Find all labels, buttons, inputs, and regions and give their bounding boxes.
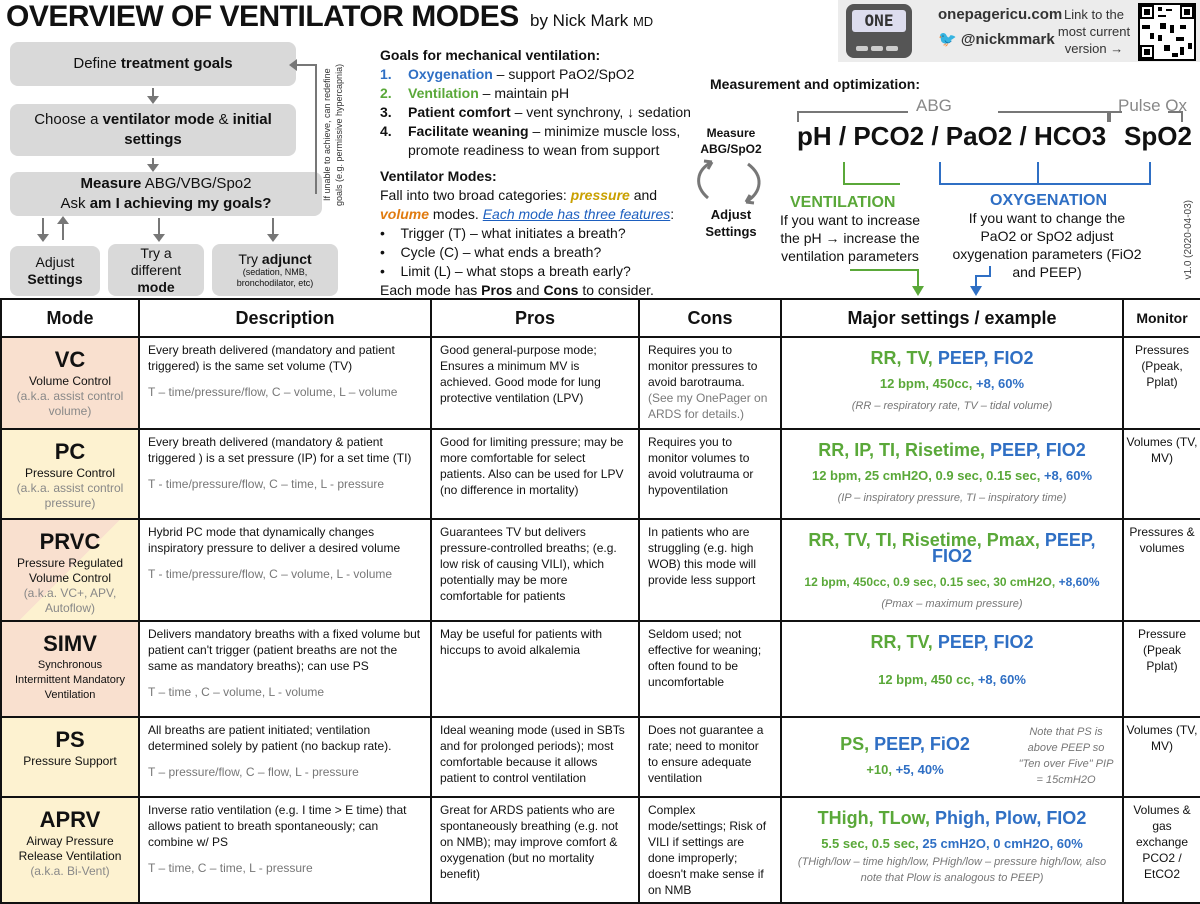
settings-cell: RR, TV, PEEP, FIO2 12 bpm, 450 cc, +8, 6… [780, 620, 1124, 718]
pros-cell: May be useful for patients with hiccups … [430, 620, 640, 718]
measurement-title: Measurement and optimization: [710, 76, 921, 92]
settings-cell: PS, PEEP, FiO2 +10, +5, 40% Note that PS… [780, 716, 1124, 798]
bracket-lines [797, 111, 1183, 185]
monitor-cell: Volumes & gas exchange PCO2 / EtCO2 [1122, 796, 1200, 904]
goals-section: Goals for mechanical ventilation: 1.Oxyg… [380, 46, 710, 160]
monitor-cell: Volumes (TV, MV) [1122, 428, 1200, 520]
oxygenation-text: If you want to change the PaO2 or SpO2 a… [952, 210, 1142, 280]
choose-mode-box: Choose a ventilator mode & initial setti… [10, 104, 296, 156]
redefine-goals-note-2: goals (e.g. permissive hypercapnia) [334, 63, 344, 207]
feedback-line [297, 64, 317, 66]
description-cell: Every breath delivered (mandatory and pa… [138, 336, 432, 430]
cons-cell: Does not guarantee a rate; need to monit… [638, 716, 782, 798]
goal-item: 3.Patient comfort – vent synchrony, ↓ se… [380, 104, 691, 120]
down-arrow-icon [153, 218, 165, 242]
goal-item: 1.Oxygenation – support PaO2/SpO2 [380, 66, 635, 82]
down-arrow-icon [37, 218, 49, 242]
adjust-label: Adjust Settings [705, 207, 757, 239]
down-arrow-icon [147, 158, 159, 172]
settings-cell: RR, TV, TI, Risetime, Pmax, PEEP, FIO2 1… [780, 518, 1124, 622]
col-description: Description [138, 298, 432, 338]
up-arrow-icon [57, 216, 69, 240]
try-adjunct-box: Try adjunct (sedation, NMB, bronchodilat… [212, 244, 338, 296]
monitor-cell: Pressures (Ppeak, Pplat) [1122, 336, 1200, 430]
col-settings: Major settings / example [780, 298, 1124, 338]
measure-box: Measure ABG/VBG/Spo2 Ask am I achieving … [10, 172, 322, 216]
cycle-arrows-icon [697, 159, 761, 205]
cons-cell: In patients who are struggling (e.g. hig… [638, 518, 782, 622]
cons-cell: Requires you to monitor volumes to avoid… [638, 428, 782, 520]
col-monitor: Monitor [1122, 298, 1200, 338]
modes-table: Mode Description Pros Cons Major setting… [0, 298, 1200, 904]
abg-values: pH / PCO2 / PaO2 / HCO3 [797, 121, 1107, 151]
feedback-line [315, 64, 317, 194]
pros-cell: Good for limiting pressure; may be more … [430, 428, 640, 520]
settings-arrows [850, 266, 991, 296]
description-cell: Delivers mandatory breaths with a fixed … [138, 620, 432, 718]
version-label: v1.0 (2020-04-03) [1183, 200, 1194, 280]
down-arrow-icon [267, 218, 279, 242]
table-row: PC Pressure Control (a.k.a. assist contr… [0, 428, 1200, 520]
measure-label: Measure ABG/SpO2 [700, 126, 762, 156]
description-cell: Inverse ratio ventilation (e.g. I time >… [138, 796, 432, 904]
goal-item: 4.Facilitate weaning – minimize muscle l… [380, 123, 681, 158]
table-row: PRVC Pressure Regulated Volume Control (… [0, 518, 1200, 622]
abg-label: ABG [916, 96, 952, 115]
byline: by Nick Mark MD [530, 11, 654, 30]
mode-cell: APRV Airway Pressure Release Ventilation… [0, 796, 140, 904]
page-title: OVERVIEW OF VENTILATOR MODES [6, 0, 519, 33]
ventilation-heading: VENTILATION [790, 194, 896, 211]
down-arrow-icon [147, 88, 159, 104]
monitor-cell: Volumes (TV, MV) [1122, 716, 1200, 798]
mode-cell: PS Pressure Support [0, 716, 140, 798]
settings-cell: RR, TV, PEEP, FIO2 12 bpm, 450cc, +8, 60… [780, 336, 1124, 430]
monitor-cell: Pressures & volumes [1122, 518, 1200, 622]
cons-cell: Seldom used; not effective for weaning; … [638, 620, 782, 718]
cons-cell: Complex mode/settings; Risk of VILI if s… [638, 796, 782, 904]
table-header-row: Mode Description Pros Cons Major setting… [0, 298, 1200, 338]
mode-cell: PC Pressure Control (a.k.a. assist contr… [0, 428, 140, 520]
site-link[interactable]: onepagericu.com [938, 6, 1063, 23]
twitter-handle[interactable]: 🐦 @nickmmark [938, 31, 1055, 48]
pulse-ox-label: Pulse Ox [1118, 96, 1187, 115]
description-cell: All breaths are patient initiated; venti… [138, 716, 432, 798]
table-row: APRV Airway Pressure Release Ventilation… [0, 796, 1200, 904]
mode-cell: SIMV Synchronous Intermittent Mandatory … [0, 620, 140, 718]
left-arrow-icon [289, 59, 297, 71]
oxygenation-heading: OXYGENATION [990, 192, 1108, 209]
table-row: SIMV Synchronous Intermittent Mandatory … [0, 620, 1200, 718]
pros-cell: Great for ARDS patients who are spontane… [430, 796, 640, 904]
onepager-logo: ONE [846, 4, 912, 58]
define-goals-box: Define treatment goals [10, 42, 296, 86]
features-link[interactable]: Each mode has three features [482, 206, 671, 222]
description-cell: Hybrid PC mode that dynamically changes … [138, 518, 432, 622]
pros-cell: Guarantees TV but delivers pressure-cont… [430, 518, 640, 622]
table-row: PS Pressure Support All breaths are pati… [0, 716, 1200, 798]
mode-cell: VC Volume Control (a.k.a. assist control… [0, 336, 140, 430]
pros-cell: Ideal weaning mode (used in SBTs and for… [430, 716, 640, 798]
settings-cell: THigh, TLow, Phigh, Plow, FIO2 5.5 sec, … [780, 796, 1124, 904]
col-pros: Pros [430, 298, 640, 338]
ventilation-text: If you want to increase the pH → increas… [779, 212, 921, 264]
col-cons: Cons [638, 298, 782, 338]
pros-cell: Good general-purpose mode; Ensures a min… [430, 336, 640, 430]
settings-cell: RR, IP, TI, Risetime, PEEP, FIO2 12 bpm,… [780, 428, 1124, 520]
modes-intro: Ventilator Modes: Fall into two broad ca… [380, 168, 675, 298]
mode-cell: PRVC Pressure Regulated Volume Control (… [0, 518, 140, 622]
spo2-value: SpO2 [1124, 121, 1192, 151]
current-version-link[interactable]: Link to the most current version → [1057, 7, 1131, 56]
col-mode: Mode [0, 298, 140, 338]
qr-code-icon[interactable] [1138, 3, 1196, 61]
goal-item: 2.Ventilation – maintain pH [380, 85, 570, 101]
table-row: VC Volume Control (a.k.a. assist control… [0, 336, 1200, 430]
monitor-cell: Pressure (Ppeak Pplat) [1122, 620, 1200, 718]
description-cell: Every breath delivered (mandatory & pati… [138, 428, 432, 520]
cons-cell: Requires you to monitor pressures to avo… [638, 336, 782, 430]
